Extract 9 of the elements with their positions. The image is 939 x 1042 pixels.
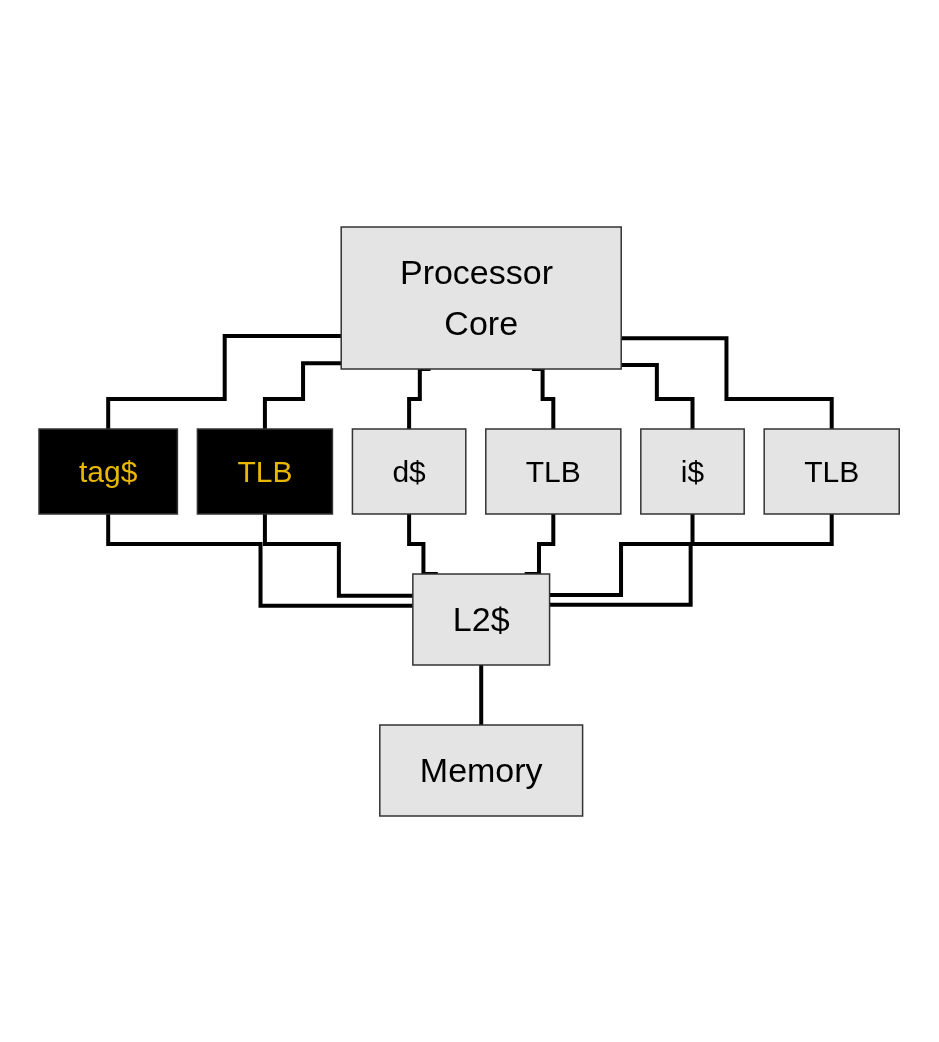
node-box: TLB [197,427,334,515]
node-box: Memory [379,723,584,817]
node-box: i$ [640,427,746,515]
node-box: TLB [485,427,622,515]
node-box: tag$ [38,427,179,515]
node-box: L2$ [412,572,551,666]
node-box: TLB [763,427,901,515]
node-box: Processor Core [340,225,623,370]
node-box: d$ [352,427,467,515]
